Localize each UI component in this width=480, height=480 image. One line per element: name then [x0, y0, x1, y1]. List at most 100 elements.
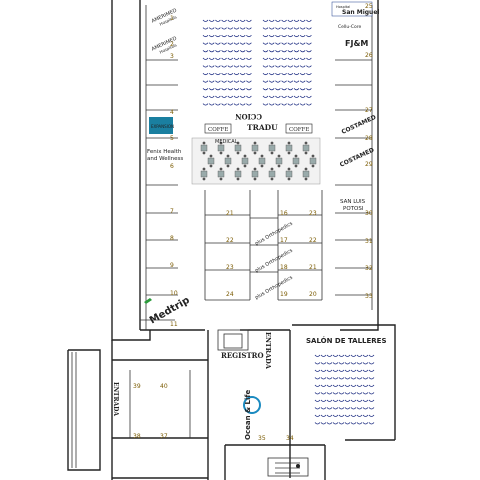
chair [344, 392, 351, 395]
chair [344, 377, 351, 380]
chair [338, 384, 345, 387]
chair [368, 392, 375, 395]
chair [239, 34, 246, 38]
chair [293, 65, 300, 68]
chair [320, 377, 327, 380]
registro-label: REGISTRO [221, 351, 264, 360]
chair [306, 57, 312, 60]
round-table [217, 167, 225, 181]
chair [299, 27, 306, 30]
chair [239, 19, 246, 22]
round-table [302, 141, 310, 155]
coffee-station-left [204, 123, 232, 134]
booth-number: 38 [133, 433, 141, 440]
chair [287, 27, 294, 30]
chair [332, 392, 339, 395]
chair [356, 392, 363, 395]
chair [246, 103, 252, 106]
chair [326, 422, 333, 425]
chair [275, 50, 281, 53]
chair [246, 95, 252, 98]
chair [293, 27, 300, 30]
chair [338, 414, 345, 417]
chair [246, 65, 252, 68]
booth-number: 2 [170, 41, 174, 48]
chair [293, 34, 300, 38]
chair [215, 50, 221, 53]
chair [227, 42, 234, 45]
chair [306, 72, 312, 76]
chair [281, 80, 287, 83]
chair [227, 50, 234, 53]
chair [208, 57, 215, 60]
chair [227, 27, 234, 30]
coffee-label-right: COFFE [289, 127, 309, 133]
booth-number: 18 [280, 264, 288, 271]
chair [299, 80, 306, 83]
chair [246, 27, 252, 30]
chair [221, 19, 227, 22]
chair [275, 103, 281, 106]
chair [215, 19, 221, 22]
chair [227, 80, 234, 83]
chair [281, 103, 287, 106]
booth-number: 25 [365, 3, 373, 10]
chair [338, 377, 345, 380]
chair [356, 369, 363, 372]
round-table [217, 141, 225, 155]
chair [326, 392, 333, 395]
chair [281, 72, 287, 76]
chair [208, 80, 215, 83]
chair [202, 42, 209, 45]
chair [239, 57, 246, 60]
chair [350, 407, 357, 410]
chair [262, 34, 269, 38]
chair [233, 19, 240, 22]
chair [356, 414, 363, 417]
chair [299, 34, 306, 38]
booth-number: 34 [286, 435, 294, 442]
chair [233, 57, 240, 60]
booth-number: 21 [309, 264, 317, 271]
chair [344, 414, 351, 417]
chair [293, 42, 300, 45]
chair [268, 19, 275, 22]
chair [215, 42, 221, 45]
chair [306, 103, 312, 106]
brand-logo-text: MEDICAL [215, 139, 238, 145]
chair [268, 95, 275, 98]
chair [287, 88, 294, 91]
booth-number: 39 [133, 383, 141, 390]
chair [368, 414, 375, 417]
chair [320, 362, 327, 365]
chair [246, 19, 252, 22]
chair [208, 95, 215, 98]
chair [233, 50, 240, 53]
chair [362, 392, 369, 395]
chair [268, 65, 275, 68]
chair [332, 362, 339, 365]
booth-number: 23 [226, 264, 234, 271]
chair [299, 19, 306, 22]
chair [221, 95, 227, 98]
chair [262, 42, 269, 45]
round-table [258, 154, 266, 168]
booth-numbers: 1234567891011252627282930313233212223241… [133, 3, 373, 442]
chair [246, 42, 252, 45]
chair [262, 88, 269, 91]
chair [221, 57, 227, 60]
chair [221, 80, 227, 83]
coffee-station-right [285, 123, 313, 134]
round-table [234, 141, 242, 155]
chair [320, 399, 327, 402]
chair [299, 72, 306, 76]
chair [338, 354, 345, 357]
chair [202, 65, 209, 68]
chair [246, 88, 252, 91]
chair [293, 95, 300, 98]
chair [262, 72, 269, 76]
chair [215, 103, 221, 106]
chair [314, 392, 321, 395]
chair [293, 103, 300, 106]
chair [275, 42, 281, 45]
